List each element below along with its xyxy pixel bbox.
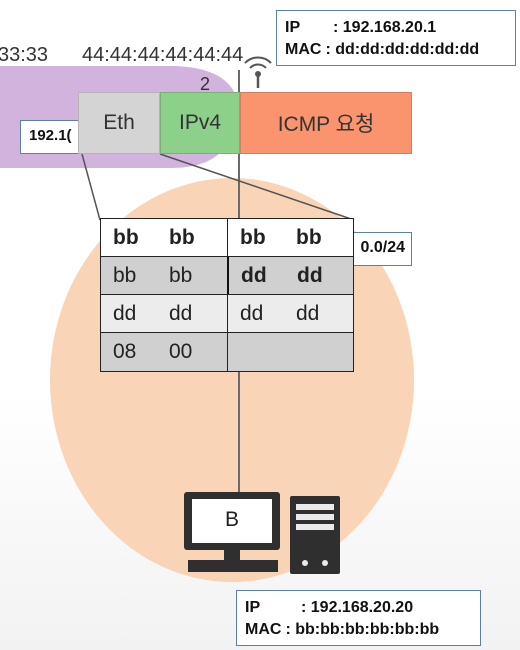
host-ip-key: IP [245, 599, 261, 616]
subnet-text: 0.0/24 [360, 239, 405, 256]
packet-ipv4: IPv4 [160, 92, 240, 154]
table-row: bb bb bb bb [101, 219, 353, 257]
wifi-antenna-icon [244, 56, 272, 88]
table-row: bb bb dd dd [101, 257, 353, 295]
packet-icmp: ICMP 요청 [240, 92, 412, 154]
pc-tower-icon [290, 496, 340, 574]
mac-left-fragment: 33:33 [0, 44, 49, 66]
router-mac-key: MAC [285, 41, 322, 58]
table-cell: dd [169, 301, 193, 325]
router-mac-value: : dd:dd:dd:dd:dd:dd [325, 41, 480, 58]
router-info-box: IP : 192.168.20.1 MAC: dd:dd:dd:dd:dd:dd [276, 10, 516, 66]
host-mac-value: : bb:bb:bb:bb:bb:bb [285, 621, 440, 638]
host-info-box: IP : 192.168.20.20 MAC: bb:bb:bb:bb:bb:bb [236, 590, 481, 646]
mac-right-label: 44:44:44:44:44:44 [82, 44, 244, 66]
host-mac-key: MAC [245, 621, 282, 638]
table-cell: bb [113, 263, 137, 287]
table-cell: bb [169, 263, 193, 287]
table-cell: dd [113, 301, 137, 325]
eth-frame-table: bb bb bb bb bb bb dd dd dd dd dd dd 08 00 [100, 218, 354, 372]
table-cell: dd [241, 263, 267, 287]
table-cell: dd [296, 301, 320, 325]
packet-icmp-label: ICMP 요청 [277, 113, 375, 136]
table-cell: bb [296, 225, 322, 249]
callout-line-left [81, 153, 101, 221]
interface-number: 2 [200, 74, 211, 94]
callout-line-right [159, 153, 355, 221]
table-cell: bb [240, 225, 266, 249]
table-cell: 08 [113, 340, 137, 363]
table-cell: 00 [169, 340, 193, 363]
packet-eth: Eth [78, 92, 160, 154]
host-label: B [224, 508, 239, 531]
packet-ipv4-label: IPv4 [178, 111, 222, 134]
monitor-icon [184, 492, 280, 572]
table-cell: bb [169, 225, 195, 249]
table-cell: bb [113, 225, 139, 249]
table-cell: dd [240, 301, 264, 325]
router-ip-value: : 192.168.20.1 [333, 19, 437, 36]
host-ip-value: : 192.168.20.20 [301, 599, 414, 616]
router-ip-key: IP [285, 19, 301, 36]
partial-ip-box: 192.1( [20, 120, 82, 154]
partial-ip-text: 192.1( [29, 127, 72, 144]
table-row: dd dd dd dd [101, 295, 353, 333]
table-row: 08 00 [101, 333, 353, 371]
table-cell: dd [297, 263, 323, 287]
packet-eth-label: Eth [103, 111, 135, 134]
